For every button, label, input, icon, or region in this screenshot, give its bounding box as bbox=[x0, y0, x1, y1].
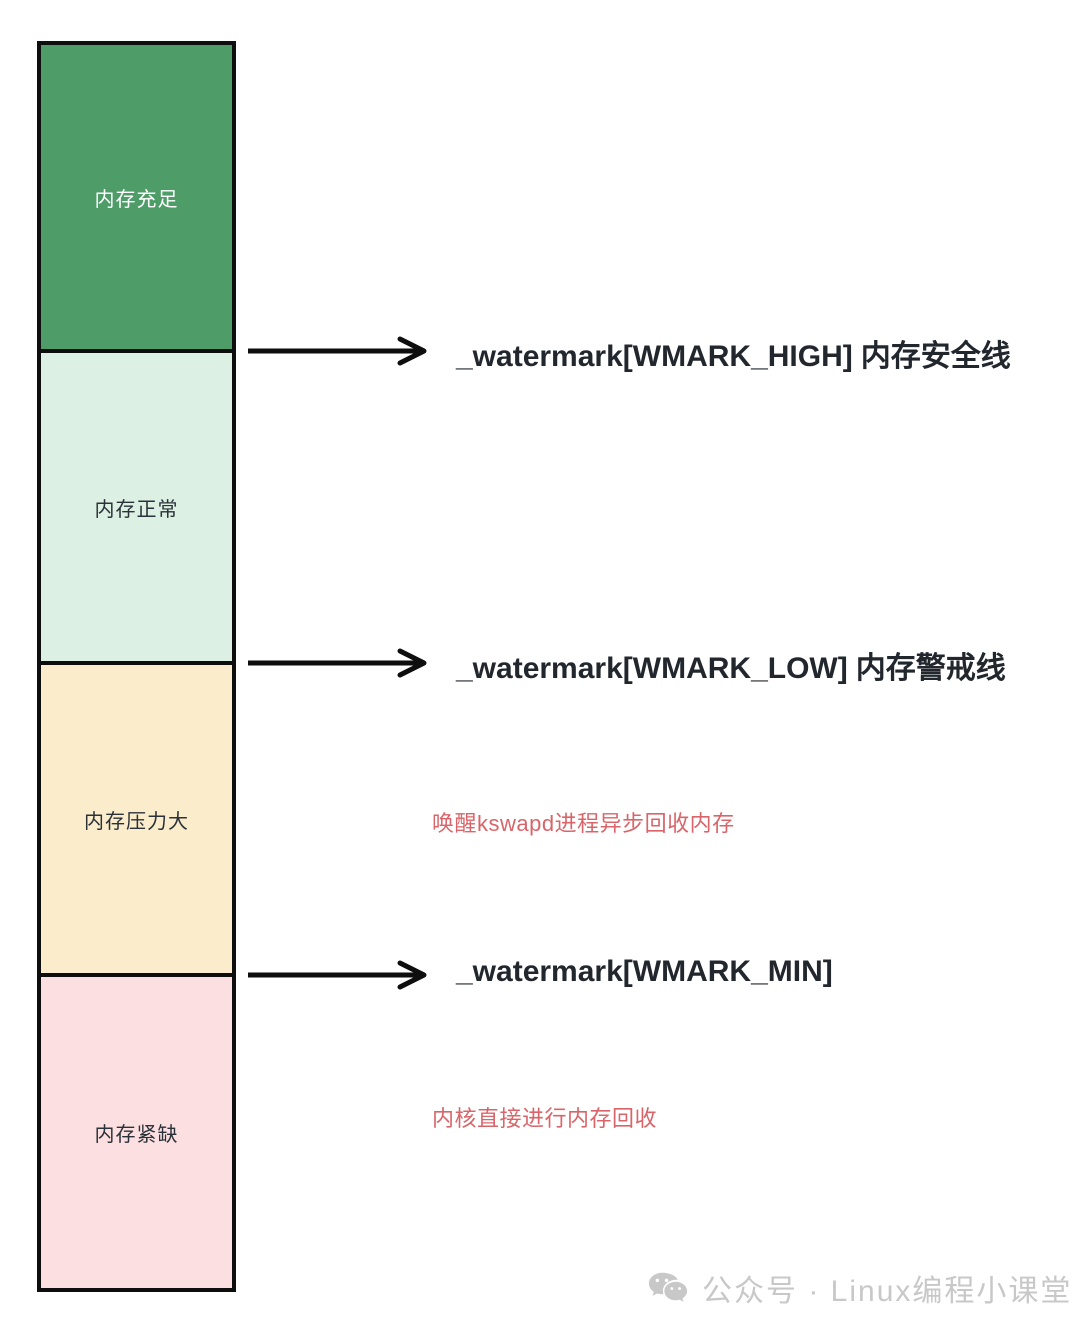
wechat-icon bbox=[648, 1271, 688, 1305]
memory-segment-label-normal: 内存正常 bbox=[94, 498, 179, 521]
callout-code-wmark-min: _watermark[WMARK_MIN] bbox=[456, 955, 833, 988]
note-direct-reclaim: 内核直接进行内存回收 bbox=[432, 1101, 657, 1133]
note-kswapd-text: 唤醒kswapd进程异步回收内存 bbox=[432, 811, 735, 836]
footer-watermark-text: 公众号 · Linux编程小课堂 bbox=[702, 1275, 1073, 1308]
memory-segment-ample: 内存充足 bbox=[41, 45, 232, 353]
memory-segment-label-short: 内存紧缺 bbox=[94, 1124, 179, 1146]
callout-cn-wmark-low: 内存警戒线 bbox=[855, 652, 1006, 685]
memory-segment-pressure: 内存压力大 bbox=[41, 665, 232, 977]
arrow-wmark-min bbox=[248, 960, 428, 990]
arrow-wmark-low bbox=[248, 648, 428, 678]
arrow-wmark-high bbox=[248, 336, 428, 366]
memory-segment-label-ample: 内存充足 bbox=[94, 188, 179, 211]
memory-segment-short: 内存紧缺 bbox=[41, 977, 232, 1288]
callout-code-wmark-low: _watermark[WMARK_LOW] bbox=[456, 652, 848, 685]
callout-wmark-min: _watermark[WMARK_MIN] bbox=[456, 955, 841, 989]
callout-wmark-high: _watermark[WMARK_HIGH]内存安全线 bbox=[456, 331, 1011, 375]
callout-code-wmark-high: _watermark[WMARK_HIGH] bbox=[456, 340, 853, 373]
note-kswapd: 唤醒kswapd进程异步回收内存 bbox=[432, 806, 735, 838]
footer-watermark: 公众号 · Linux编程小课堂 bbox=[648, 1266, 1072, 1310]
callout-wmark-low: _watermark[WMARK_LOW]内存警戒线 bbox=[456, 643, 1006, 687]
callout-cn-wmark-high: 内存安全线 bbox=[860, 340, 1011, 373]
note-direct-reclaim-text: 内核直接进行内存回收 bbox=[432, 1106, 658, 1131]
memory-zone-bar: 内存充足 内存正常 内存压力大 内存紧缺 bbox=[37, 41, 236, 1292]
arrow-right-icon bbox=[248, 336, 427, 366]
arrow-right-icon bbox=[248, 960, 427, 990]
memory-segment-label-pressure: 内存压力大 bbox=[84, 810, 189, 833]
arrow-right-icon bbox=[248, 648, 427, 678]
memory-segment-normal: 内存正常 bbox=[41, 353, 232, 665]
